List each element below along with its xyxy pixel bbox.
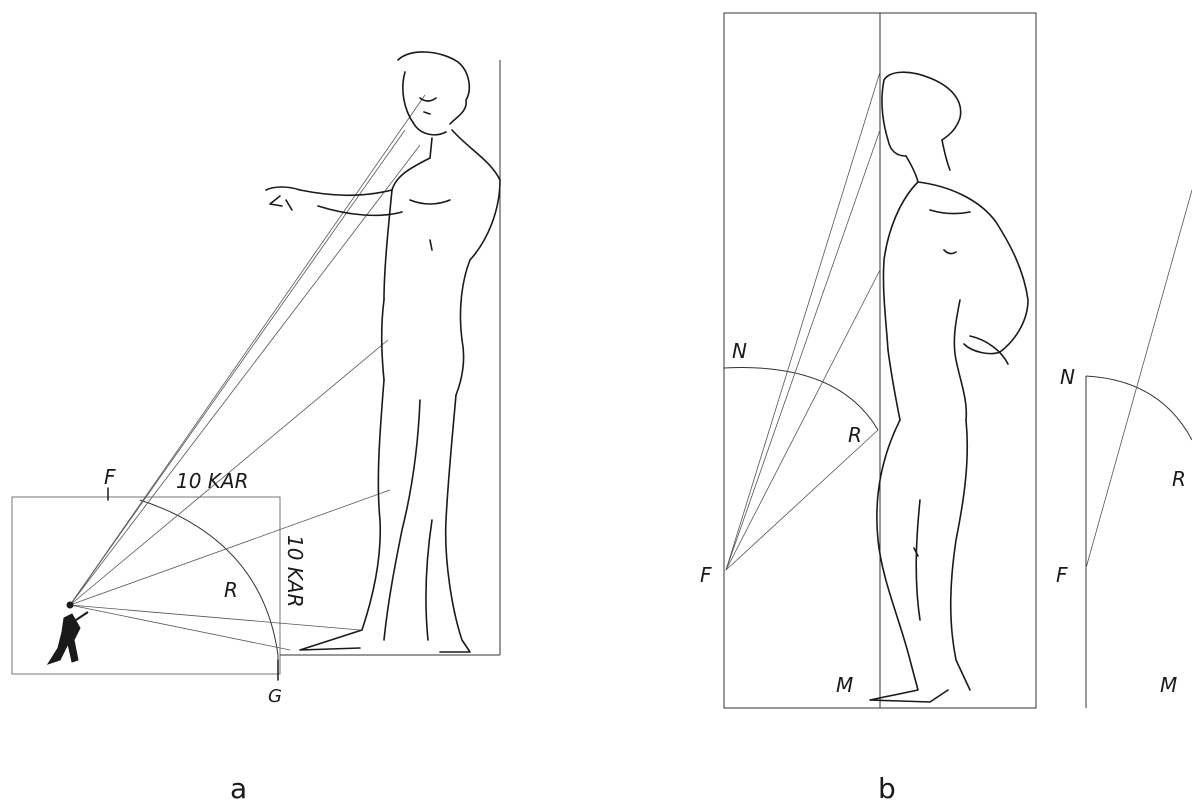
sight-lines [70,95,425,650]
label-r-c: R [1172,467,1186,491]
standing-figure-b [870,72,1028,702]
arc-c [1086,376,1192,440]
label-f-c: F [1056,563,1068,587]
sight-lines-b [726,72,880,570]
ground-rectangle [12,497,280,674]
label-r-b: R [848,423,862,447]
label-m-c: M [1160,673,1177,697]
figure-b: N R F M b [700,13,1036,802]
figure-c-partial: N R F M [1056,190,1192,708]
arc-b [724,368,878,430]
caption-b: b [878,772,896,802]
caption-a: a [230,772,247,802]
sight-line-c [1086,190,1192,568]
label-f: F [104,465,116,489]
arc-r [140,500,278,675]
label-f-b: F [700,563,712,587]
label-r: R [224,578,238,602]
figure-a: F 10 KAR 10 KAR R G a [12,52,500,802]
label-g: G [268,686,282,707]
label-10-kar-top: 10 KAR [176,469,249,493]
label-10-kar-side: 10 KAR [283,535,307,608]
small-viewer-figure [48,602,88,664]
label-n-b: N [732,339,747,363]
label-n-c: N [1060,365,1075,389]
label-m-b: M [836,673,853,697]
